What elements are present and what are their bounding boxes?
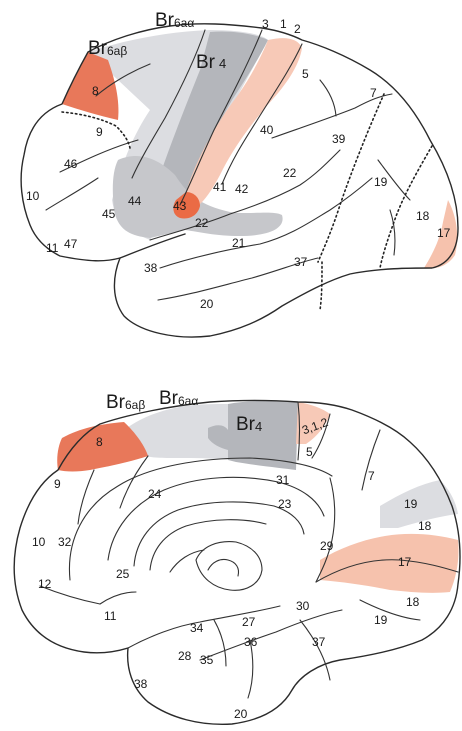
lateral-area-22-upper: 22 <box>283 166 297 180</box>
lateral-area-19: 19 <box>374 175 388 189</box>
lateral-area-39: 39 <box>332 132 346 146</box>
lateral-area-8: 8 <box>92 84 99 98</box>
lateral-area-22-lower: 22 <box>195 216 209 230</box>
lateral-area-40: 40 <box>260 123 274 137</box>
lateral-area-10: 10 <box>26 189 40 203</box>
lateral-area-3: 3 <box>262 17 269 31</box>
lateral-area-43: 43 <box>173 199 187 213</box>
lateral-area-41: 41 <box>213 180 227 194</box>
lateral-parietal-sulcus-2 <box>320 80 336 116</box>
medial-callosum-inner-2 <box>150 520 266 570</box>
lateral-area-46: 46 <box>64 157 78 171</box>
lateral-area-42: 42 <box>235 182 249 196</box>
lateral-parieto-occipital-boundary-2 <box>380 146 432 268</box>
lateral-area-5: 5 <box>302 67 309 81</box>
medial-area-38: 38 <box>134 677 148 691</box>
lateral-area-21: 21 <box>232 236 246 250</box>
lateral-label-br6aa: Br6aα <box>155 10 194 31</box>
lateral-area-37: 37 <box>294 255 308 269</box>
medial-area-20: 20 <box>234 707 248 721</box>
medial-area-35: 35 <box>200 653 214 667</box>
lateral-area-7: 7 <box>370 86 377 100</box>
medial-area-31: 31 <box>276 473 290 487</box>
lateral-area-1: 1 <box>280 17 287 31</box>
medial-area-19-lower: 19 <box>374 613 388 627</box>
medial-area-29: 29 <box>320 539 334 553</box>
lateral-area-17: 17 <box>437 226 451 240</box>
lateral-area-18: 18 <box>416 209 430 223</box>
medial-area-7: 7 <box>368 469 375 483</box>
lateral-area-11: 11 <box>46 241 59 255</box>
medial-area-37: 37 <box>312 635 326 649</box>
medial-area-27: 27 <box>242 615 256 629</box>
medial-thalamus-inner <box>208 559 239 576</box>
medial-region-area4 <box>228 401 298 470</box>
medial-occipitotemporal <box>300 620 330 680</box>
lateral-area-44: 44 <box>128 194 142 208</box>
lateral-area-9: 9 <box>96 125 103 139</box>
medial-area-19: 19 <box>404 497 418 511</box>
medial-area-30: 30 <box>296 599 310 613</box>
medial-subcallosal <box>100 592 136 604</box>
medial-area-11: 11 <box>104 609 117 623</box>
medial-view: Br6aβ Br6aα Br4 3,1,2 8 5 7 9 24 31 23 1… <box>14 388 460 724</box>
medial-area-10: 10 <box>32 535 46 549</box>
medial-thalamus <box>196 542 262 591</box>
medial-callosum-inner <box>134 502 304 566</box>
medial-area-12: 12 <box>38 577 52 591</box>
lateral-area-20: 20 <box>200 297 214 311</box>
medial-area-23: 23 <box>278 497 292 511</box>
lateral-area-38: 38 <box>144 261 158 275</box>
medial-region-17 <box>320 534 459 593</box>
medial-area-9: 9 <box>54 477 61 491</box>
medial-area-17: 17 <box>398 555 412 569</box>
lateral-area-45: 45 <box>102 207 116 221</box>
medial-hippocampal-sulcus <box>214 620 226 666</box>
medial-label-br6aa: Br6aα <box>159 388 198 409</box>
medial-area-34: 34 <box>190 621 204 635</box>
medial-callosal-sulcus-outer <box>108 477 324 560</box>
medial-area-32: 32 <box>58 535 72 549</box>
medial-area-25: 25 <box>116 567 130 581</box>
medial-area-8: 8 <box>96 435 103 449</box>
medial-area-28: 28 <box>178 649 192 663</box>
lateral-label-br6ab: Br6aβ <box>88 38 127 59</box>
lateral-area-2: 2 <box>294 22 301 36</box>
medial-area-5: 5 <box>306 445 313 459</box>
medial-cingulate-sulcus <box>69 458 332 580</box>
medial-area-18-lower: 18 <box>406 595 420 609</box>
medial-area-18-upper: 18 <box>418 519 432 533</box>
medial-area-24: 24 <box>148 487 162 501</box>
lateral-frontal-sulcus-3 <box>46 178 98 210</box>
lateral-temporal-bottom <box>120 234 185 258</box>
medial-area-36: 36 <box>244 635 258 649</box>
medial-label-br6ab: Br6aβ <box>106 392 145 413</box>
lateral-area-47: 47 <box>64 237 78 251</box>
